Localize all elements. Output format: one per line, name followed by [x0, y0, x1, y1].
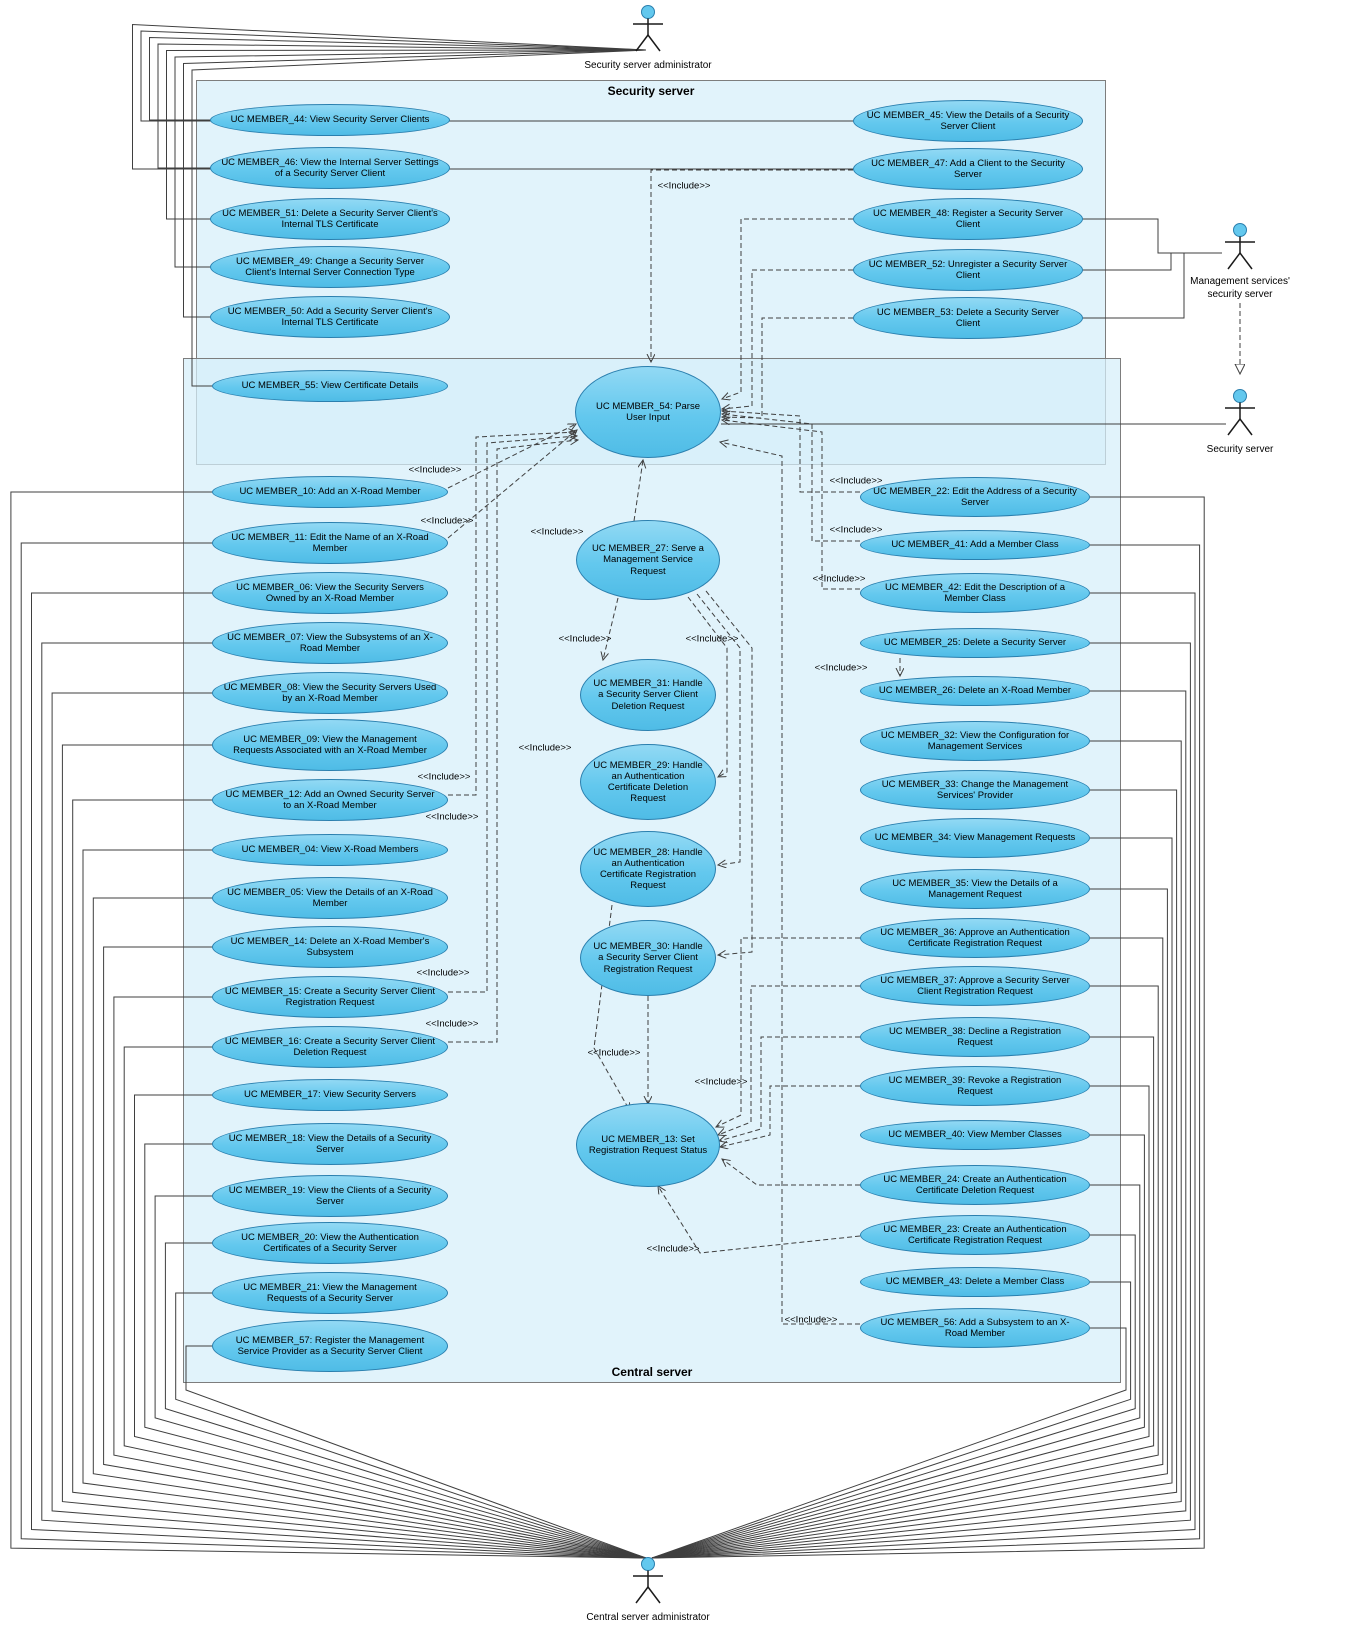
- usecase-uc19: UC MEMBER_19: View the Clients of a Secu…: [212, 1175, 448, 1217]
- usecase-uc07: UC MEMBER_07: View the Subsystems of an …: [212, 622, 448, 664]
- usecase-uc26: UC MEMBER_26: Delete an X-Road Member: [860, 676, 1090, 706]
- usecase-uc47: UC MEMBER_47: Add a Client to the Securi…: [853, 148, 1083, 190]
- include-stereotype-label: <<Include>>: [829, 524, 883, 536]
- usecase-uc29: UC MEMBER_29: Handle an Authentication C…: [580, 744, 716, 820]
- usecase-uc21: UC MEMBER_21: View the Management Reques…: [212, 1272, 448, 1314]
- usecase-uc46: UC MEMBER_46: View the Internal Server S…: [210, 147, 450, 189]
- usecase-uc24: UC MEMBER_24: Create an Authentication C…: [860, 1165, 1090, 1205]
- usecase-uc15: UC MEMBER_15: Create a Security Server C…: [212, 976, 448, 1018]
- include-stereotype-label: <<Include>>: [694, 1076, 748, 1088]
- stick-figure-icon: [633, 5, 663, 52]
- usecase-uc27: UC MEMBER_27: Serve a Management Service…: [576, 520, 720, 600]
- usecase-uc44: UC MEMBER_44: View Security Server Clien…: [210, 104, 450, 136]
- usecase-uc31: UC MEMBER_31: Handle a Security Server C…: [580, 659, 716, 731]
- usecase-uc38: UC MEMBER_38: Decline a Registration Req…: [860, 1017, 1090, 1057]
- usecase-uc52: UC MEMBER_52: Unregister a Security Serv…: [853, 249, 1083, 291]
- usecase-uc41: UC MEMBER_41: Add a Member Class: [860, 530, 1090, 560]
- stick-figure-icon: [1225, 223, 1255, 270]
- include-stereotype-label: <<Include>>: [518, 742, 572, 754]
- usecase-uc39: UC MEMBER_39: Revoke a Registration Requ…: [860, 1066, 1090, 1106]
- include-stereotype-label: <<Include>>: [657, 180, 711, 192]
- usecase-uc35: UC MEMBER_35: View the Details of a Mana…: [860, 869, 1090, 909]
- usecase-uc56: UC MEMBER_56: Add a Subsystem to an X-Ro…: [860, 1308, 1090, 1348]
- include-stereotype-label: <<Include>>: [784, 1314, 838, 1326]
- usecase-uc22: UC MEMBER_22: Edit the Address of a Secu…: [860, 477, 1090, 517]
- usecase-uc20: UC MEMBER_20: View the Authentication Ce…: [212, 1222, 448, 1264]
- usecase-uc11: UC MEMBER_11: Edit the Name of an X-Road…: [212, 522, 448, 564]
- usecase-uc48: UC MEMBER_48: Register a Security Server…: [853, 198, 1083, 240]
- usecase-uc50: UC MEMBER_50: Add a Security Server Clie…: [210, 296, 450, 338]
- usecase-uc32: UC MEMBER_32: View the Configuration for…: [860, 721, 1090, 761]
- usecase-uc08: UC MEMBER_08: View the Security Servers …: [212, 672, 448, 714]
- usecase-uc30: UC MEMBER_30: Handle a Security Server C…: [580, 920, 716, 996]
- include-stereotype-label: <<Include>>: [420, 515, 474, 527]
- usecase-uc55: UC MEMBER_55: View Certificate Details: [212, 370, 448, 402]
- usecase-uc54: UC MEMBER_54: Parse User Input: [575, 366, 721, 458]
- usecase-uc05: UC MEMBER_05: View the Details of an X-R…: [212, 877, 448, 919]
- include-stereotype-label: <<Include>>: [530, 526, 584, 538]
- stick-figure-icon: [633, 1557, 663, 1604]
- stick-figure-icon: [1225, 389, 1255, 436]
- include-stereotype-label: <<Include>>: [685, 633, 739, 645]
- include-stereotype-label: <<Include>>: [558, 633, 612, 645]
- actor-label-csa: Central server administrator: [586, 1612, 710, 1623]
- include-stereotype-label: <<Include>>: [812, 573, 866, 585]
- actor-mss: [1222, 222, 1258, 272]
- usecase-uc49: UC MEMBER_49: Change a Security Server C…: [210, 246, 450, 288]
- usecase-uc40: UC MEMBER_40: View Member Classes: [860, 1120, 1090, 1150]
- usecase-uc06: UC MEMBER_06: View the Security Servers …: [212, 572, 448, 614]
- usecase-uc57: UC MEMBER_57: Register the Management Se…: [212, 1320, 448, 1372]
- actor-label-ssa: Security server administrator: [584, 60, 712, 71]
- include-stereotype-label: <<Include>>: [416, 967, 470, 979]
- actor-csa: [630, 1556, 666, 1606]
- include-stereotype-label: <<Include>>: [646, 1243, 700, 1255]
- actor-ss: [1222, 388, 1258, 438]
- include-stereotype-label: <<Include>>: [425, 1018, 479, 1030]
- actor-label-mss: Management services' security server: [1190, 276, 1290, 300]
- actor-ssa: [630, 4, 666, 54]
- usecase-uc28: UC MEMBER_28: Handle an Authentication C…: [580, 831, 716, 907]
- usecase-uc42: UC MEMBER_42: Edit the Description of a …: [860, 573, 1090, 613]
- include-stereotype-label: <<Include>>: [814, 662, 868, 674]
- usecase-uc16: UC MEMBER_16: Create a Security Server C…: [212, 1026, 448, 1068]
- usecase-uc51: UC MEMBER_51: Delete a Security Server C…: [210, 198, 450, 240]
- usecase-uc23: UC MEMBER_23: Create an Authentication C…: [860, 1215, 1090, 1255]
- usecase-uc43: UC MEMBER_43: Delete a Member Class: [860, 1267, 1090, 1297]
- usecase-uc14: UC MEMBER_14: Delete an X-Road Member's …: [212, 926, 448, 968]
- usecase-uc37: UC MEMBER_37: Approve a Security Server …: [860, 966, 1090, 1006]
- boundary-label-security-server: Security server: [607, 84, 695, 98]
- usecase-uc53: UC MEMBER_53: Delete a Security Server C…: [853, 297, 1083, 339]
- usecase-uc25: UC MEMBER_25: Delete a Security Server: [860, 628, 1090, 658]
- include-stereotype-label: <<Include>>: [417, 771, 471, 783]
- usecase-uc36: UC MEMBER_36: Approve an Authentication …: [860, 918, 1090, 958]
- include-stereotype-label: <<Include>>: [587, 1047, 641, 1059]
- usecase-uc10: UC MEMBER_10: Add an X-Road Member: [212, 476, 448, 508]
- usecase-uc18: UC MEMBER_18: View the Details of a Secu…: [212, 1123, 448, 1165]
- include-stereotype-label: <<Include>>: [408, 464, 462, 476]
- include-stereotype-label: <<Include>>: [425, 811, 479, 823]
- usecase-uc34: UC MEMBER_34: View Management Requests: [860, 818, 1090, 858]
- actor-label-ss: Security server: [1206, 444, 1274, 455]
- usecase-uc13: UC MEMBER_13: Set Registration Request S…: [576, 1103, 720, 1187]
- usecase-uc17: UC MEMBER_17: View Security Servers: [212, 1079, 448, 1111]
- boundary-label-central-server: Central server: [611, 1365, 693, 1379]
- usecase-uc12: UC MEMBER_12: Add an Owned Security Serv…: [212, 779, 448, 821]
- usecase-uc09: UC MEMBER_09: View the Management Reques…: [212, 719, 448, 771]
- include-stereotype-label: <<Include>>: [829, 475, 883, 487]
- usecase-uc45: UC MEMBER_45: View the Details of a Secu…: [853, 100, 1083, 142]
- usecase-uc33: UC MEMBER_33: Change the Management Serv…: [860, 770, 1090, 810]
- usecase-uc04: UC MEMBER_04: View X-Road Members: [212, 834, 448, 866]
